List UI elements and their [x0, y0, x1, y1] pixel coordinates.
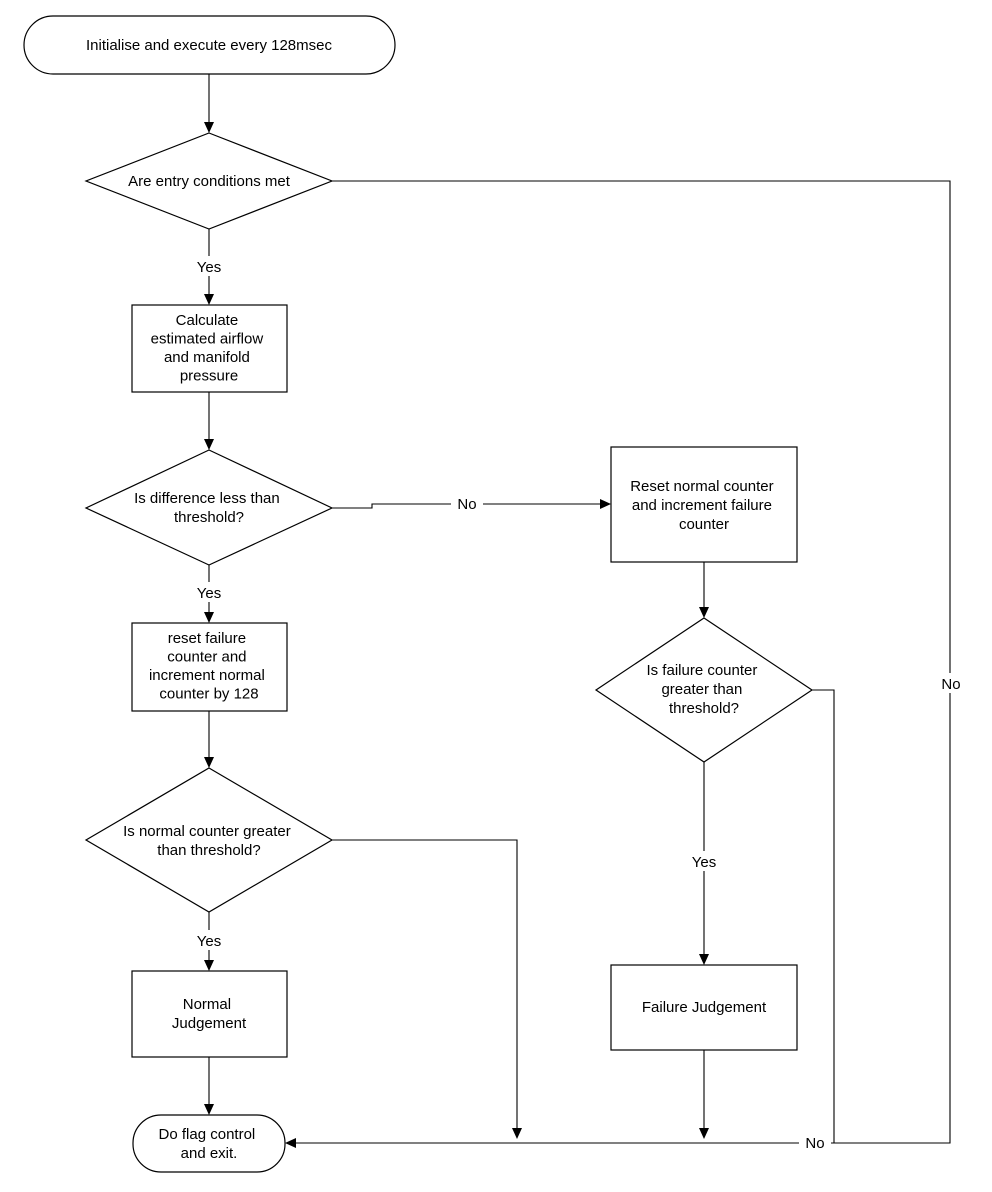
edge-failcheck-no: [812, 689, 835, 1143]
edge-labels: Yes Yes No Yes Yes No No: [190, 256, 966, 1153]
arrowhead: [204, 612, 214, 623]
reset-failure-label: reset failure counter and increment norm…: [149, 630, 269, 703]
reset-normal-label: Reset normal counter and increment failu…: [630, 478, 778, 533]
label-mask: [685, 851, 723, 871]
label-mask: [451, 494, 483, 514]
failure-judgement-process: [610, 964, 798, 1051]
arrowhead: [204, 1104, 214, 1115]
arrowhead: [204, 757, 214, 768]
node-labels: Initialise and execute every 128msec Are…: [86, 37, 778, 1162]
edge-diff-resetnormal: [332, 503, 600, 509]
fail-check-label: Is failure counter greater than threshol…: [646, 662, 761, 717]
arrowhead: [204, 294, 214, 305]
diff-decision: [84, 449, 334, 566]
edge-normalcheck-exit: [332, 839, 518, 1128]
label-mask: [190, 582, 228, 602]
fail-yes-label: Yes: [692, 854, 716, 871]
normal-judgement-process: [131, 970, 288, 1058]
normal-judgement-label: Normal Judgement: [172, 996, 247, 1032]
reset-failure-process: [131, 622, 288, 712]
start-label: Initialise and execute every 128msec: [86, 37, 332, 54]
label-mask: [190, 256, 228, 276]
entry-yes-label: Yes: [197, 259, 221, 276]
calc-label: Calculate estimated airflow and manifold…: [151, 312, 268, 385]
normal-check-decision: [84, 767, 334, 913]
normal-check-label: Is normal counter greater than threshold…: [123, 823, 295, 859]
arrowhead: [204, 439, 214, 450]
arrowhead: [204, 960, 214, 971]
reset-normal-process: [610, 446, 798, 563]
start-terminal: [23, 15, 396, 75]
label-mask: [934, 673, 966, 693]
exit-label: Do flag control and exit.: [159, 1126, 260, 1162]
entry-no-label: No: [941, 676, 960, 693]
label-mask: [190, 930, 228, 950]
fail-check-decision: [594, 617, 814, 763]
entry-decision: [84, 132, 334, 230]
failure-judgement-label: Failure Judgement: [642, 999, 767, 1016]
normal-yes-label: Yes: [197, 933, 221, 950]
exit-terminal: [132, 1114, 286, 1173]
fail-no-label: No: [805, 1135, 824, 1152]
entry-label: Are entry conditions met: [128, 173, 291, 190]
connectors: [204, 74, 951, 1148]
arrowhead: [204, 122, 214, 133]
shapes: [23, 15, 814, 1173]
arrowhead: [699, 607, 709, 618]
diff-no-label: No: [457, 496, 476, 513]
arrowhead: [600, 499, 611, 509]
arrowhead: [699, 1128, 709, 1139]
edge-entry-no: [296, 180, 951, 1144]
calc-process: [131, 304, 288, 393]
diff-yes-label: Yes: [197, 585, 221, 602]
arrowhead: [512, 1128, 522, 1139]
arrowhead: [285, 1138, 296, 1148]
diff-label: Is difference less than threshold?: [134, 490, 284, 526]
label-mask: [799, 1133, 831, 1153]
arrowhead: [699, 954, 709, 965]
